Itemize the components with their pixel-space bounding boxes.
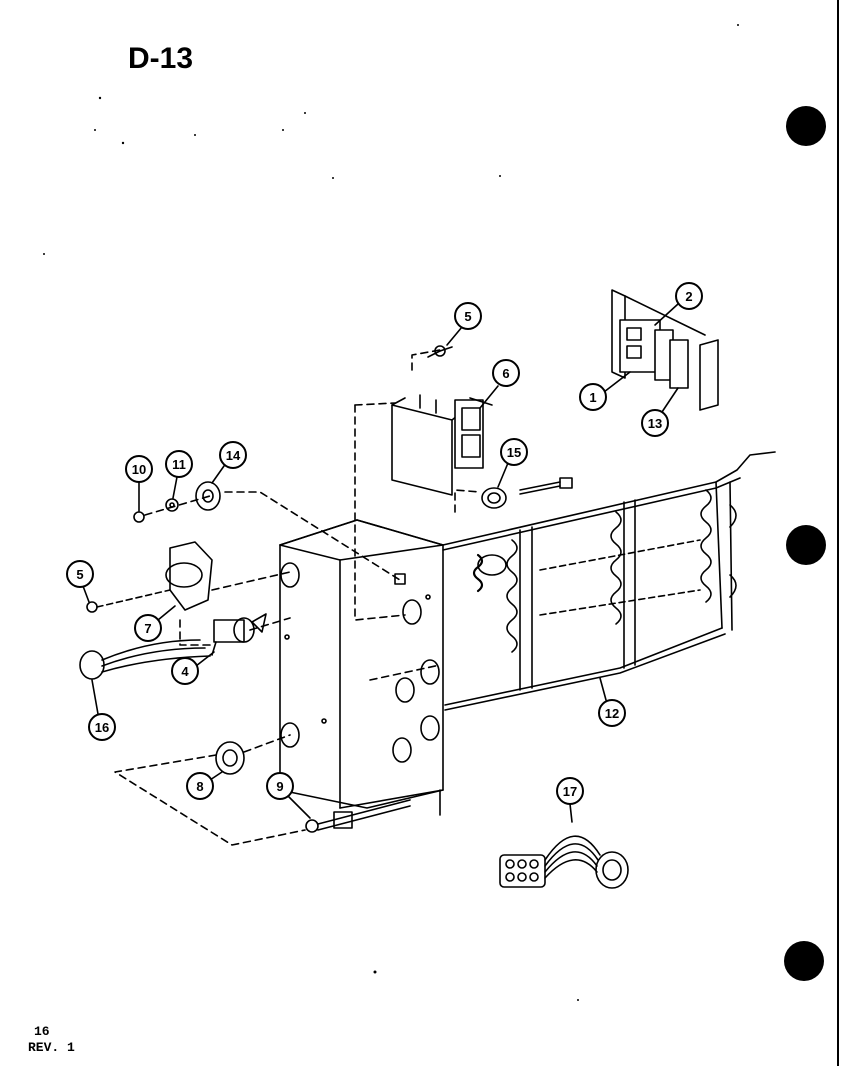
terminal-block bbox=[611, 289, 719, 411]
svg-text:14: 14 bbox=[226, 448, 241, 463]
svg-text:13: 13 bbox=[648, 416, 662, 431]
callout-16: 16 bbox=[88, 679, 116, 741]
callout-11: 11 bbox=[165, 450, 193, 499]
svg-text:8: 8 bbox=[196, 779, 203, 794]
power-cord-16 bbox=[79, 639, 211, 680]
page-number: 16 bbox=[34, 1024, 50, 1039]
callout-4: 4 bbox=[171, 651, 215, 685]
svg-text:12: 12 bbox=[605, 706, 619, 721]
svg-text:10: 10 bbox=[132, 462, 146, 477]
svg-text:17: 17 bbox=[563, 784, 577, 799]
hardware-stack bbox=[133, 481, 221, 523]
callout-5-top: 5 bbox=[446, 302, 482, 346]
callout-1: 1 bbox=[579, 371, 631, 411]
svg-text:1: 1 bbox=[589, 390, 596, 405]
callout-2: 2 bbox=[654, 282, 703, 326]
callout-10: 10 bbox=[125, 455, 153, 512]
assembly-guide-lines bbox=[114, 349, 481, 846]
rotary-switch bbox=[211, 613, 267, 656]
svg-text:16: 16 bbox=[95, 720, 109, 735]
limit-switch bbox=[481, 477, 573, 509]
svg-text:11: 11 bbox=[172, 457, 186, 472]
svg-text:6: 6 bbox=[502, 366, 509, 381]
callout-13: 13 bbox=[641, 387, 679, 437]
binder-hole-top bbox=[786, 106, 826, 146]
heater-element bbox=[442, 451, 776, 711]
cable-clamp bbox=[305, 799, 411, 833]
svg-text:5: 5 bbox=[464, 309, 471, 324]
callout-15: 15 bbox=[497, 438, 528, 488]
svg-text:9: 9 bbox=[276, 779, 283, 794]
page-title: D-13 bbox=[128, 42, 194, 75]
svg-text:5: 5 bbox=[76, 567, 83, 582]
callout-9: 9 bbox=[266, 772, 311, 819]
callout-17: 17 bbox=[556, 777, 584, 823]
callout-6: 6 bbox=[479, 359, 520, 409]
svg-text:4: 4 bbox=[181, 664, 189, 679]
callout-5-left: 5 bbox=[66, 560, 94, 603]
callout-8: 8 bbox=[186, 771, 223, 800]
control-box bbox=[279, 519, 444, 816]
svg-text:7: 7 bbox=[144, 621, 151, 636]
relay-assembly bbox=[391, 345, 493, 496]
revision-label: REV. 1 bbox=[28, 1040, 75, 1055]
callout-14: 14 bbox=[211, 441, 247, 484]
thermostat bbox=[86, 541, 213, 613]
binder-hole-bottom bbox=[784, 941, 824, 981]
callout-12: 12 bbox=[598, 677, 626, 727]
svg-text:2: 2 bbox=[685, 289, 692, 304]
bushing bbox=[215, 741, 245, 775]
svg-text:15: 15 bbox=[507, 445, 521, 460]
wire-harness bbox=[499, 835, 629, 889]
scan-specks bbox=[43, 24, 739, 1001]
binder-hole-middle bbox=[786, 525, 826, 565]
callout-7: 7 bbox=[134, 605, 176, 642]
